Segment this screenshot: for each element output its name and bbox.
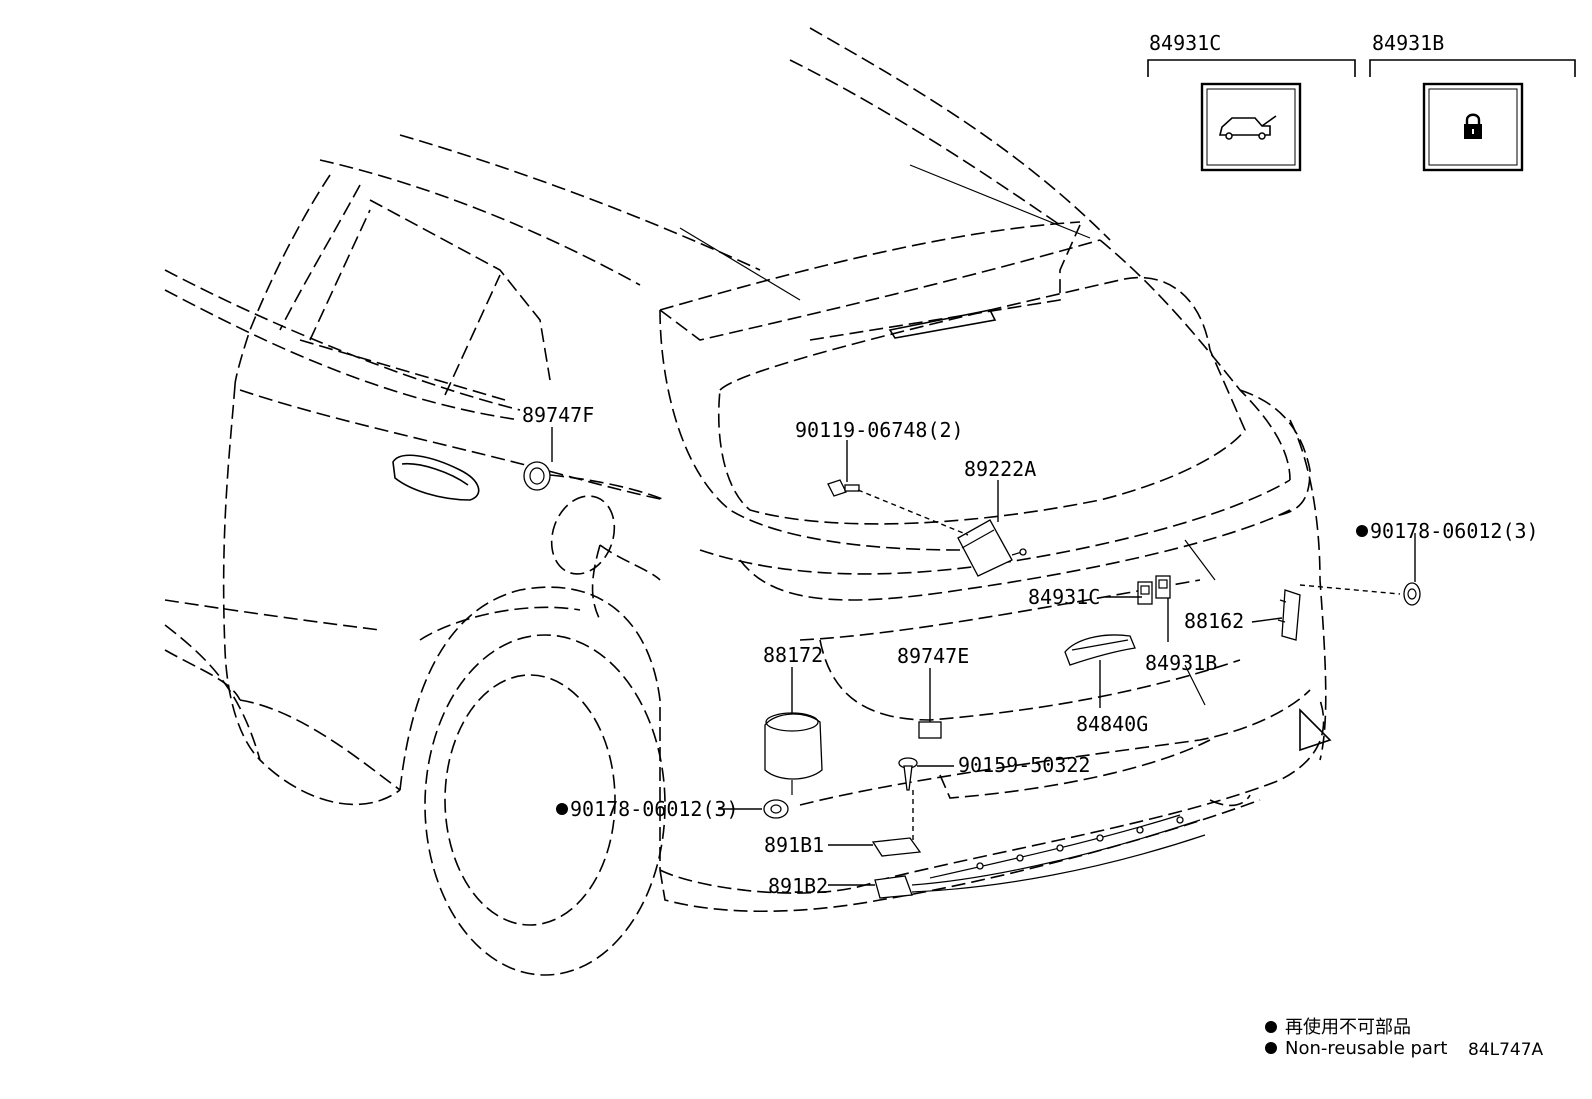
label-90178-06012-right: 90178-06012(3) — [1370, 519, 1539, 543]
parts — [523, 461, 1421, 899]
label-88162: 88162 — [1184, 609, 1244, 633]
car-hatch-open-icon — [1218, 115, 1277, 140]
legend-marker — [1265, 1042, 1277, 1054]
panel-label-84931C: 84931C — [1149, 31, 1221, 55]
leader-lines — [551, 427, 1416, 886]
part-891B1-bracket — [871, 790, 922, 857]
label-89222A: 89222A — [964, 457, 1036, 481]
label-84840G: 84840G — [1076, 712, 1148, 736]
legend-english-text: Non-reusable part — [1285, 1038, 1448, 1059]
label-90178-06012-left: 90178-06012(3) — [570, 797, 739, 821]
part-84931-switches — [1137, 575, 1171, 605]
part-89747F-sensor — [523, 461, 551, 491]
label-891B2: 891B2 — [768, 874, 828, 898]
legend-marker — [1265, 1021, 1277, 1033]
switch-panel-84931B: 84931B — [1369, 31, 1576, 172]
part-88162-sensor — [1277, 589, 1301, 641]
part-89222A-module — [957, 519, 1027, 577]
vehicle-outline — [164, 27, 1332, 976]
label-84931C: 84931C — [1028, 585, 1100, 609]
part-88172-unit — [764, 712, 823, 795]
label-90119-06748: 90119-06748(2) — [795, 418, 964, 442]
panel-label-84931B: 84931B — [1372, 31, 1444, 55]
part-90159-screw — [898, 757, 918, 791]
nonreusable-marker-right — [1356, 525, 1368, 537]
nonreusable-marker-left — [556, 803, 568, 815]
part-90178-nut-left — [763, 799, 789, 819]
legend-chinese-text: 再使用不可部品 — [1285, 1017, 1411, 1038]
part-90119-bolt — [827, 479, 860, 497]
label-88172: 88172 — [763, 643, 823, 667]
label-89747F: 89747F — [522, 403, 594, 427]
label-84931B: 84931B — [1145, 651, 1217, 675]
label-891B1: 891B1 — [764, 833, 824, 857]
legend-english: Non-reusable part — [1265, 1038, 1447, 1059]
part-84840G-switch — [1064, 634, 1136, 666]
label-89747E: 89747E — [897, 644, 969, 668]
part-89747E-sensor — [918, 721, 942, 739]
label-90159-50322: 90159-50322 — [958, 753, 1090, 777]
callout-labels: 89747F 90119-06748(2) 89222A 90178-06012… — [522, 403, 1539, 898]
padlock-icon — [1464, 113, 1482, 139]
part-90178-nut-right — [1403, 582, 1421, 606]
drawing-code: 84L747A — [1468, 1040, 1544, 1060]
legend-chinese: 再使用不可部品 — [1265, 1013, 1411, 1039]
switch-panel-84931C: 84931C — [1147, 31, 1356, 172]
part-891B2-sensor-harness — [874, 814, 1206, 899]
